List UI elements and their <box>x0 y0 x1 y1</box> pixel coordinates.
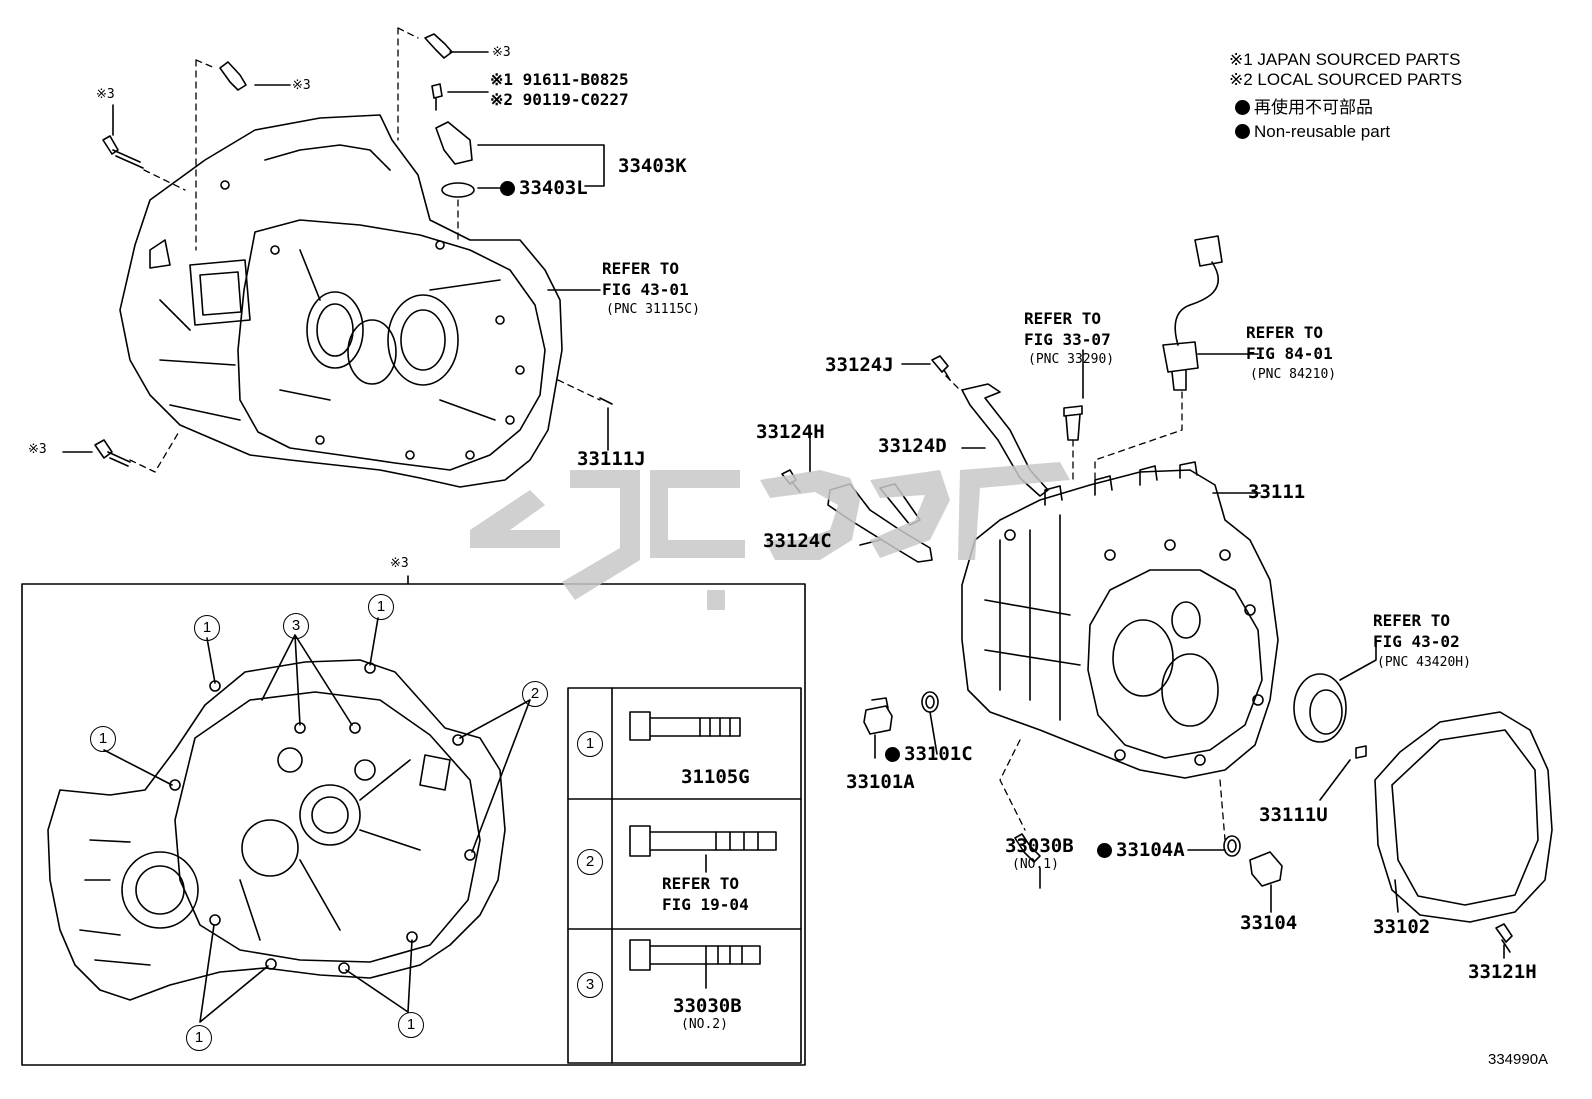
part-33124D: 33124D <box>878 435 947 457</box>
bullet-icon <box>1235 124 1250 139</box>
part-33101C: 33101C <box>885 744 973 764</box>
refer-43-01-b: FIG 43-01 <box>602 280 689 299</box>
refer-43-02-b: FIG 43-02 <box>1373 632 1460 651</box>
bolt-table <box>567 687 802 1064</box>
mark-ref3: ※3 <box>292 78 311 93</box>
mark-ref3: ※3 <box>96 87 115 102</box>
table-row-2-number: 2 <box>577 849 603 875</box>
bullet-icon <box>1097 843 1112 858</box>
callout-3: 3 <box>283 613 309 639</box>
callout-1: 1 <box>368 594 394 620</box>
legend-nonreusable-en-text: Non-reusable part <box>1254 122 1391 141</box>
part-91611: ※1 91611-B0825 <box>490 70 629 89</box>
figure-id: 334990A <box>1488 1051 1549 1068</box>
refer-43-02-c: (PNC 43420H) <box>1377 655 1471 670</box>
part-33403K: 33403K <box>618 155 687 177</box>
transaxle-case-right <box>961 461 1279 779</box>
part-33111U: 33111U <box>1259 804 1328 826</box>
callout-2: 2 <box>522 681 548 707</box>
callout-1: 1 <box>186 1025 212 1051</box>
legend-nonreusable-en: Non-reusable part <box>1235 122 1390 142</box>
table-31105G: 31105G <box>681 766 750 788</box>
part-90119: ※2 90119-C0227 <box>490 90 629 109</box>
part-33104: 33104 <box>1240 912 1298 934</box>
part-33124J: 33124J <box>825 354 894 376</box>
table-bolts <box>629 711 777 989</box>
table-33030B-no2: (NO.2) <box>681 1017 728 1032</box>
refer-43-01-c: (PNC 31115C) <box>606 302 700 317</box>
legend-nonreusable-jp: 再使用不可部品 <box>1235 98 1373 118</box>
table-row-3-number: 3 <box>577 972 603 998</box>
refer-43-01-a: REFER TO <box>602 259 680 278</box>
legend-local: ※2 LOCAL SOURCED PARTS <box>1229 70 1463 89</box>
refer-19-04-a: REFER TO <box>662 874 740 893</box>
bullet-icon <box>500 181 515 196</box>
refer-33-07-c: (PNC 33290) <box>1028 352 1115 367</box>
refer-33-07-a: REFER TO <box>1024 309 1102 328</box>
table-row-1-number: 1 <box>577 731 603 757</box>
part-33101C-text: 33101C <box>904 743 973 765</box>
part-33030B-no1: (NO.1) <box>1012 857 1059 872</box>
inset-frame <box>21 583 806 1066</box>
legend-nonreusable-jp-text: 再使用不可部品 <box>1254 98 1373 117</box>
refer-84-01-a: REFER TO <box>1246 323 1324 342</box>
part-33101A: 33101A <box>846 771 915 793</box>
legend-japan: ※1 JAPAN SOURCED PARTS <box>1229 50 1461 69</box>
watermark-logo <box>470 462 1070 610</box>
callout-1: 1 <box>194 615 220 641</box>
transaxle-case-upper-left <box>119 114 563 488</box>
part-33121H: 33121H <box>1468 961 1537 983</box>
part-33403L-text: 33403L <box>519 177 588 199</box>
bolt-icon <box>94 33 613 467</box>
part-33403L: 33403L <box>500 178 588 198</box>
part-33111: 33111 <box>1248 481 1306 503</box>
mark-ref3: ※3 <box>492 45 511 60</box>
mark-ref3: ※3 <box>28 442 47 457</box>
refer-43-02-a: REFER TO <box>1373 611 1451 630</box>
table-33030B: 33030B <box>673 995 742 1017</box>
part-33124H: 33124H <box>756 421 825 443</box>
refer-84-01-b: FIG 84-01 <box>1246 344 1333 363</box>
inset-case-view <box>47 659 506 1001</box>
part-33102: 33102 <box>1373 916 1431 938</box>
refer-84-01-c: (PNC 84210) <box>1250 367 1337 382</box>
part-33124C: 33124C <box>763 530 832 552</box>
refer-19-04-b: FIG 19-04 <box>662 895 749 914</box>
part-33030B: 33030B <box>1005 835 1074 857</box>
part-33104A: 33104A <box>1097 840 1185 860</box>
bullet-icon <box>885 747 900 762</box>
part-33104A-text: 33104A <box>1116 839 1185 861</box>
bullet-icon <box>1235 100 1250 115</box>
refer-33-07-b: FIG 33-07 <box>1024 330 1111 349</box>
callout-1: 1 <box>90 726 116 752</box>
part-33111J: 33111J <box>577 448 646 470</box>
mark-ref3: ※3 <box>390 556 409 571</box>
callout-1: 1 <box>398 1012 424 1038</box>
